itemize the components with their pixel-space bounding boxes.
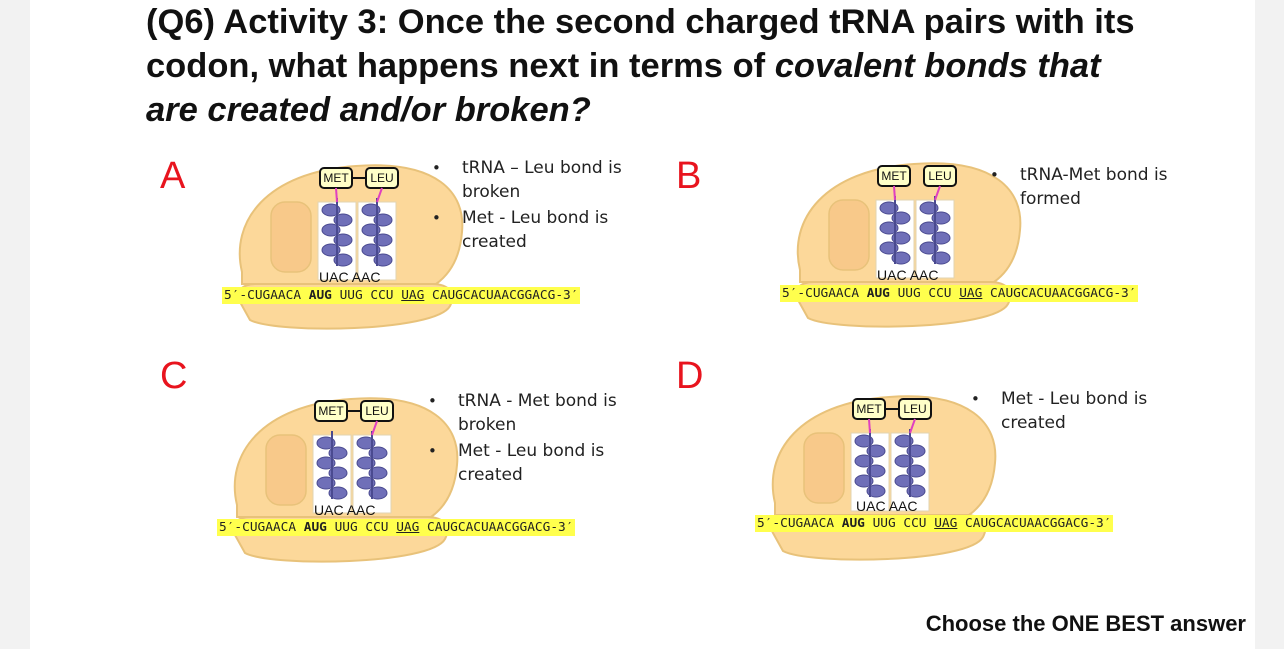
anticodon-second: AAC (351, 269, 381, 285)
trna-met (854, 429, 886, 498)
leu-trna-bond (376, 187, 383, 203)
mrna-suffix: CAUGCACUAACGGACG-3′ (419, 520, 574, 535)
trna-met (879, 196, 911, 265)
option-letter-a[interactable]: A (160, 155, 186, 197)
option-letter-c[interactable]: C (160, 355, 188, 397)
trna-leu (919, 196, 951, 265)
mrna-stop-codon: UAG (934, 516, 958, 531)
anticodon-first: UAC (877, 267, 907, 283)
anticodon-labels: UAC AAC (314, 502, 375, 518)
met-label: MET (881, 169, 907, 183)
trna-met (321, 198, 353, 267)
e-site (828, 199, 870, 271)
ribosome-diagram-c (232, 397, 459, 563)
mrna-middle: UUG CCU (889, 286, 960, 301)
anticodon-second: AAC (909, 267, 939, 283)
mrna-start-codon: AUG (308, 288, 332, 303)
met-trna-bond (893, 185, 896, 201)
trna-leu (361, 198, 393, 267)
leu-label: LEU (928, 169, 952, 183)
mrna-stop-codon: UAG (396, 520, 420, 535)
mrna-start-codon: AUG (841, 516, 865, 531)
mrna-middle: UUG CCU (864, 516, 935, 531)
option-d-bullets: Met - Leu bond is created (971, 387, 1171, 437)
anticodon-second: AAC (346, 502, 376, 518)
leu-trna-bond (934, 185, 941, 201)
bullet: tRNA – Leu bond is broken (432, 156, 632, 204)
anticodon-first: UAC (314, 502, 344, 518)
anticodon-labels: UAC AAC (856, 498, 917, 514)
anticodon-first: UAC (856, 498, 886, 514)
anticodon-second: AAC (888, 498, 918, 514)
leu-trna-bond (909, 418, 916, 434)
option-a-bullets: tRNA – Leu bond is broken Met - Leu bond… (432, 156, 632, 256)
mrna-suffix: CAUGCACUAACGGACG-3′ (982, 286, 1137, 301)
option-a-diagram[interactable]: MET LEU UAC AAC 5′-CUGAACA AUG UUG CCU U… (222, 152, 662, 352)
slide (30, 0, 1255, 649)
mrna-start-codon: AUG (866, 286, 890, 301)
e-site (265, 434, 307, 506)
mrna-prefix: 5′-CUGAACA (757, 516, 842, 531)
trna-leu (894, 429, 926, 498)
e-site (270, 201, 312, 273)
option-b-diagram[interactable]: MET LEU UAC AAC 5′-CUGAACA AUG UUG CCU U… (780, 150, 1220, 350)
bullet: Met - Leu bond is created (428, 439, 628, 487)
leu-trna-bond (371, 420, 378, 436)
mrna-start-codon: AUG (303, 520, 327, 535)
mrna-middle: UUG CCU (326, 520, 397, 535)
leu-label: LEU (365, 404, 389, 418)
ribosome-diagram-b (795, 162, 1022, 328)
met-label: MET (318, 404, 344, 418)
mrna-sequence: 5′-CUGAACA AUG UUG CCU UAG CAUGCACUAACGG… (222, 287, 581, 304)
option-c-bullets: tRNA - Met bond is broken Met - Leu bond… (428, 389, 628, 489)
option-d-diagram[interactable]: MET LEU UAC AAC 5′-CUGAACA AUG UUG CCU U… (755, 383, 1195, 583)
met-trna-bond (335, 187, 338, 203)
mrna-middle: UUG CCU (331, 288, 402, 303)
met-label: MET (323, 171, 349, 185)
option-c-diagram[interactable]: MET LEU UAC AAC 5′-CUGAACA AUG UUG CCU U… (217, 385, 657, 585)
anticodon-first: UAC (319, 269, 349, 285)
anticodon-labels: UAC AAC (319, 269, 380, 285)
bullet: tRNA-Met bond is formed (990, 163, 1190, 211)
option-letter-b[interactable]: B (676, 155, 702, 197)
met-label: MET (856, 402, 882, 416)
mrna-sequence: 5′-CUGAACA AUG UUG CCU UAG CAUGCACUAACGG… (780, 285, 1139, 302)
mrna-suffix: CAUGCACUAACGGACG-3′ (957, 516, 1112, 531)
title-text: (Q6) Activity 3: Once the second charged… (146, 3, 1135, 85)
mrna-prefix: 5′-CUGAACA (224, 288, 309, 303)
mrna-prefix: 5′-CUGAACA (219, 520, 304, 535)
leu-label: LEU (370, 171, 394, 185)
question-title: (Q6) Activity 3: Once the second charged… (146, 0, 1136, 132)
mrna-stop-codon: UAG (959, 286, 983, 301)
ribosome-diagram-d (770, 395, 997, 561)
mrna-suffix: CAUGCACUAACGGACG-3′ (424, 288, 579, 303)
mrna-prefix: 5′-CUGAACA (782, 286, 867, 301)
trna-met (316, 431, 348, 500)
mrna-sequence: 5′-CUGAACA AUG UUG CCU UAG CAUGCACUAACGG… (755, 515, 1114, 532)
bullet: Met - Leu bond is created (432, 206, 632, 254)
bullet: tRNA - Met bond is broken (428, 389, 628, 437)
leu-label: LEU (903, 402, 927, 416)
anticodon-labels: UAC AAC (877, 267, 938, 283)
mrna-sequence: 5′-CUGAACA AUG UUG CCU UAG CAUGCACUAACGG… (217, 519, 576, 536)
bullet: Met - Leu bond is created (971, 387, 1171, 435)
met-trna-bond (868, 418, 871, 434)
e-site (803, 432, 845, 504)
instruction-text: Choose the ONE BEST answer (925, 611, 1246, 636)
trna-leu (356, 431, 388, 500)
mrna-stop-codon: UAG (401, 288, 425, 303)
option-b-bullets: tRNA-Met bond is formed (990, 163, 1190, 213)
title-italic-text: covalent bonds that are created and/or b… (146, 47, 1101, 129)
option-letter-d[interactable]: D (676, 355, 704, 397)
